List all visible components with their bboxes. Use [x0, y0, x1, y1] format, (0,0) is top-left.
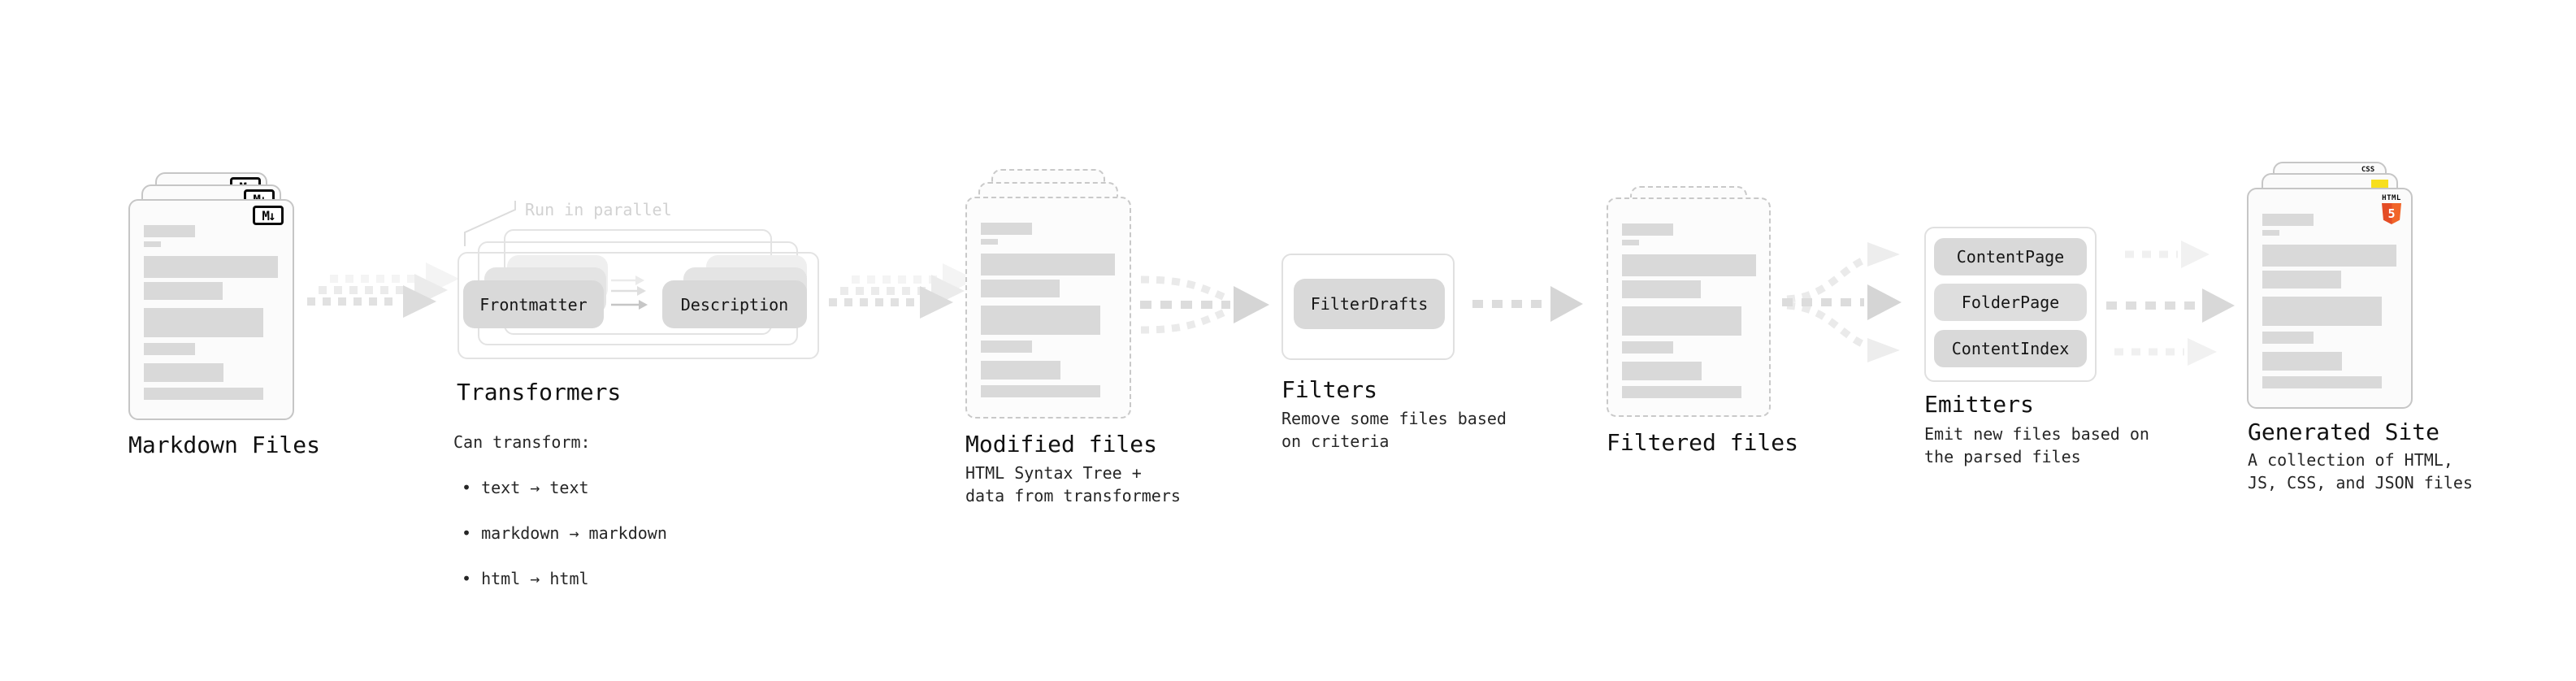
- content-bar: [2262, 245, 2396, 267]
- generated-html-file-card: HTML 5: [2247, 188, 2413, 409]
- arrow-modified-to-filters: [1140, 275, 1269, 334]
- transform-bullet: • text → text: [462, 478, 589, 497]
- markdown-file-card-front: M↓: [128, 199, 294, 420]
- content-bar: [144, 256, 278, 278]
- html5-icon-five: 5: [2387, 206, 2396, 221]
- html5-icon: HTML 5: [2381, 194, 2402, 224]
- content-bar: [981, 280, 1060, 297]
- modified-files-label: Modified files: [965, 431, 1158, 458]
- run-in-parallel-callout-line: [464, 201, 516, 246]
- content-bar: [981, 385, 1100, 397]
- content-bar: [1622, 254, 1756, 276]
- frontmatter-pill: Frontmatter: [463, 280, 604, 328]
- transform-bullet: • markdown → markdown: [462, 523, 667, 543]
- html5-icon-shield: 5: [2382, 203, 2401, 224]
- filters-label: Filters: [1281, 376, 1378, 403]
- content-bar: [144, 282, 223, 300]
- run-in-parallel-note: Run in parallel: [525, 200, 672, 219]
- content-bar: [1622, 240, 1639, 245]
- content-bar: [1622, 280, 1701, 298]
- content-bar: [1622, 341, 1673, 354]
- html5-icon-text: HTML: [2382, 194, 2401, 202]
- markdown-files-label: Markdown Files: [128, 432, 321, 458]
- modified-file-card-front: [965, 197, 1131, 419]
- emitters-description: Emit new files based on the parsed files: [1924, 424, 2149, 466]
- filterdrafts-pill: FilterDrafts: [1294, 279, 1445, 329]
- arrow-filters-to-filtered: [1472, 286, 1583, 322]
- arrow-emitters-to-generated-bottom: [2114, 338, 2217, 366]
- content-bar: [2262, 271, 2341, 288]
- transform-bullet: • html → html: [462, 569, 589, 588]
- content-bar: [144, 388, 263, 400]
- contentindex-pill: ContentIndex: [1934, 330, 2087, 367]
- filtered-files-label: Filtered files: [1607, 429, 1799, 456]
- content-bar: [2262, 230, 2279, 236]
- content-bar: [981, 254, 1115, 275]
- emitters-label: Emitters: [1924, 391, 2034, 418]
- filters-description: Remove some files based on criteria: [1281, 409, 1507, 451]
- generated-site-label: Generated Site: [2248, 419, 2440, 445]
- content-bar: [144, 241, 161, 247]
- arrow-filtered-to-emitters: [1782, 242, 1902, 362]
- content-bar: [1622, 223, 1673, 236]
- content-bar: [2262, 352, 2342, 371]
- arrow-markdown-to-transformers: [307, 262, 459, 318]
- content-bar: [1622, 306, 1741, 336]
- content-bar: [981, 306, 1100, 335]
- generated-site-description: A collection of HTML, JS, CSS, and JSON …: [2248, 450, 2473, 492]
- content-bar: [2262, 214, 2314, 226]
- content-bar: [1622, 362, 1702, 380]
- arrow-transformers-to-modified: [829, 263, 976, 319]
- description-pill: Description: [662, 280, 807, 328]
- content-bar: [144, 225, 195, 237]
- filtered-file-card-front: [1607, 197, 1771, 417]
- modified-files-description: HTML Syntax Tree + data from transformer…: [965, 463, 1181, 505]
- arrow-emitters-to-generated-middle: [2106, 288, 2235, 323]
- content-bar: [1622, 386, 1741, 398]
- contentpage-pill: ContentPage: [1934, 238, 2087, 275]
- can-transform-title: Can transform:: [453, 432, 591, 452]
- content-bar: [981, 223, 1032, 235]
- css-icon-text: CSS: [2361, 166, 2375, 174]
- content-bar: [2262, 297, 2382, 326]
- folderpage-pill: FolderPage: [1934, 284, 2087, 321]
- content-bar: [2262, 332, 2314, 344]
- content-bar: [144, 308, 263, 337]
- transformers-label: Transformers: [457, 379, 622, 406]
- content-bar: [2262, 376, 2382, 388]
- transformer-step-arrows: [611, 275, 648, 310]
- content-bar: [981, 361, 1060, 380]
- transformer-container-front: [458, 252, 819, 359]
- markdown-icon: M↓: [253, 206, 284, 225]
- arrow-emitters-to-generated-top: [2125, 241, 2210, 268]
- content-bar: [981, 239, 998, 245]
- content-bar: [144, 343, 195, 355]
- transformers-description: Can transform: • text → text • markdown …: [453, 408, 667, 613]
- content-bar: [144, 363, 223, 382]
- content-bar: [981, 340, 1032, 353]
